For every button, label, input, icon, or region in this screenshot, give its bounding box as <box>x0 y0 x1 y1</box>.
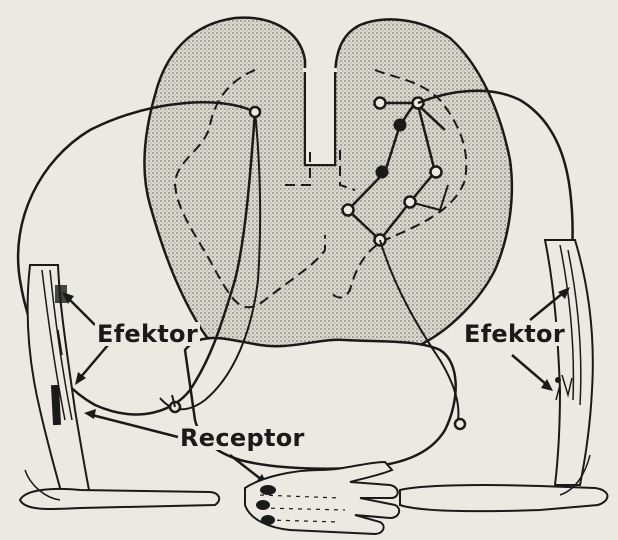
central-canal <box>305 70 335 165</box>
neuron-cell-body-left <box>250 107 260 117</box>
hand-drawing <box>245 462 399 534</box>
efektor-label-right: Efektor <box>462 322 567 346</box>
efektor-label-left: Efektor <box>95 322 200 346</box>
receptor-label: Receptor <box>178 426 307 450</box>
ganglion-right <box>455 419 465 429</box>
